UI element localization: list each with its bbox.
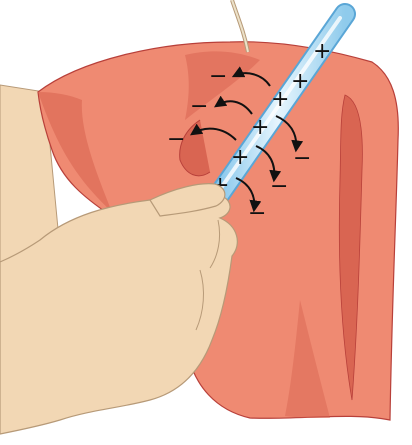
- minus-charge: −: [167, 127, 185, 152]
- minus-charge: −: [248, 201, 266, 226]
- plus-charge: +: [291, 69, 309, 94]
- minus-charge: −: [190, 94, 208, 119]
- plus-charge: +: [271, 87, 289, 112]
- minus-charge: −: [209, 64, 227, 89]
- plus-charge: +: [251, 115, 269, 140]
- plus-charge: +: [313, 39, 331, 64]
- minus-charge: −: [270, 174, 288, 199]
- plus-charge: +: [231, 145, 249, 170]
